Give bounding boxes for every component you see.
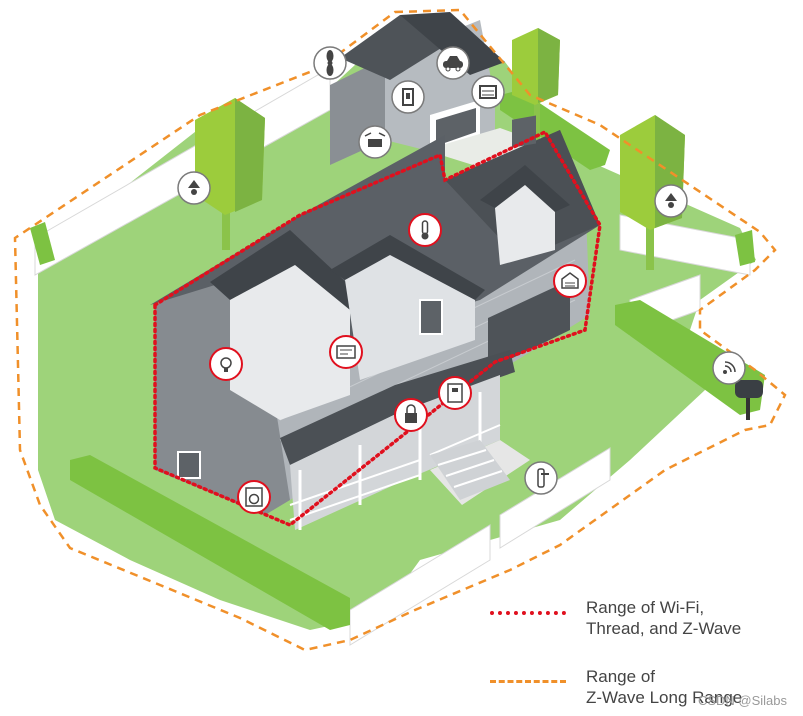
tree-back	[512, 28, 560, 140]
outdoor-light-icon	[654, 184, 688, 218]
hedges	[30, 90, 765, 630]
sprinkler-icon	[358, 125, 392, 159]
long-range-boundary	[13, 8, 787, 652]
tree-left	[195, 98, 265, 250]
wall-light-icon	[209, 347, 243, 381]
washing-machine-icon	[237, 480, 271, 514]
legend-long-range-label: Range of Z-Wave Long Range	[586, 667, 743, 707]
door-handle-icon	[524, 461, 558, 495]
car-icon	[436, 46, 470, 80]
legend-short-range-label: Range of Wi-Fi, Thread, and Z-Wave	[586, 598, 742, 638]
main-house	[150, 115, 600, 530]
watermark: CSDN @Silabs	[697, 693, 787, 708]
thermostat-icon	[408, 213, 442, 247]
outdoor-light-icon	[177, 171, 211, 205]
legend-long-range-swatch	[490, 680, 566, 683]
garage-building	[330, 12, 505, 165]
front-fence	[349, 447, 611, 646]
smart-lock-icon	[394, 398, 428, 432]
door-sensor-icon	[438, 376, 472, 410]
mailbox	[735, 380, 763, 420]
legend-short-range-swatch	[490, 611, 566, 615]
fan-icon	[313, 46, 347, 80]
garage-door-icon	[553, 264, 587, 298]
control-panel-icon	[329, 335, 363, 369]
device-icon-set	[177, 46, 746, 514]
light-switch-icon	[391, 80, 425, 114]
garage-door-opener-icon	[471, 75, 505, 109]
mailbox-wifi-icon	[712, 351, 746, 385]
